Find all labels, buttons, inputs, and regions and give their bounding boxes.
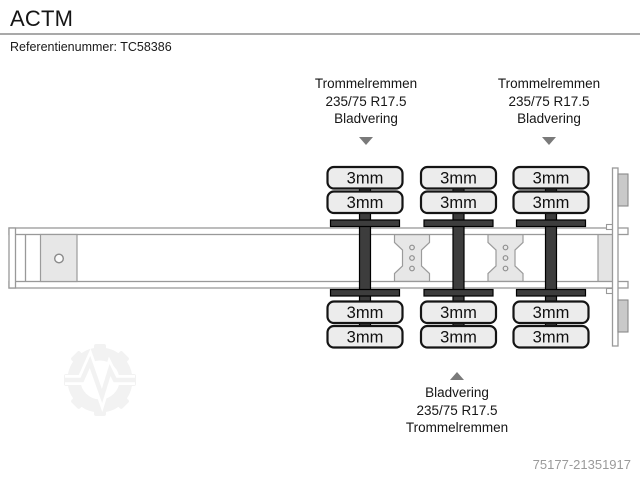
axle-beam-top: [515, 219, 587, 228]
spec-line-suspension: Bladvering: [334, 111, 398, 126]
tire-tread-depth: 3mm: [533, 170, 570, 188]
arrow-down-icon: [359, 137, 373, 145]
tire-tread-depth: 3mm: [533, 304, 570, 322]
tire-block: [326, 300, 404, 325]
tire-block: [512, 165, 590, 190]
tire-tread-depth: 3mm: [440, 194, 477, 212]
tire-block: [326, 324, 404, 349]
spec-line-brakes: Trommelremmen: [497, 76, 601, 91]
axle-spec-label-front: Trommelremmen 235/75 R17.5 Bladvering: [281, 75, 451, 128]
tire-tread-depth: 3mm: [347, 329, 384, 347]
spec-line-brakes: Trommelremmen: [405, 420, 509, 435]
spec-line-tire-size: 235/75 R17.5: [416, 402, 498, 418]
spec-line-suspension: Bladvering: [517, 111, 581, 126]
axle-beam-top: [329, 219, 401, 228]
tire-block: [326, 190, 404, 215]
tire-tread-depth: 3mm: [440, 329, 477, 347]
rear-pad-bottom: [617, 299, 629, 333]
tire-block: [326, 165, 404, 190]
tire-tread-depth: 3mm: [440, 170, 477, 188]
gear-logo-watermark-icon: [64, 344, 136, 416]
crossmember-plate: [393, 233, 431, 283]
tire-block: [419, 324, 498, 349]
spec-line-tire-size: 235/75 R17.5: [508, 93, 590, 109]
tire-block: [512, 300, 590, 325]
tire-block: [512, 324, 590, 349]
axle-spec-label-rear: Trommelremmen 235/75 R17.5 Bladvering: [464, 75, 634, 128]
tire-block: [419, 300, 498, 325]
arrow-up-icon: [450, 372, 464, 380]
spec-line-brakes: Trommelremmen: [314, 76, 418, 91]
tire-block: [512, 190, 590, 215]
front-end-cap: [8, 227, 17, 289]
chassis-rail-bottom: [8, 280, 629, 289]
chassis-rail-top: [8, 227, 629, 236]
rear-bumper-bar: [605, 167, 619, 347]
tire-tread-depth: 3mm: [347, 194, 384, 212]
axle-beam-top: [423, 219, 494, 228]
axle-beam-bottom: [423, 288, 494, 297]
axle-spec-label-middle: Bladvering 235/75 R17.5 Trommelremmen: [372, 384, 542, 437]
reference-number: Referentienummer: TC58386: [10, 40, 172, 54]
tire-tread-depth: 3mm: [347, 170, 384, 188]
tire-tread-depth: 3mm: [347, 304, 384, 322]
spec-line-tire-size: 235/75 R17.5: [325, 93, 407, 109]
tire-block: [419, 165, 498, 190]
listing-id-watermark: 75177-21351917: [532, 457, 631, 472]
crossmember-plate: [487, 233, 524, 283]
title-divider: [0, 33, 640, 35]
axle-beam-bottom: [329, 288, 401, 297]
tire-block: [419, 190, 498, 215]
rear-pad-top: [617, 173, 629, 207]
spec-line-suspension: Bladvering: [425, 385, 489, 400]
kingpin: [54, 253, 65, 264]
tire-tread-depth: 3mm: [533, 194, 570, 212]
tire-tread-depth: 3mm: [440, 304, 477, 322]
page-title: ACTM: [10, 6, 74, 31]
kingpin-plate: [39, 233, 78, 283]
arrow-down-icon: [542, 137, 556, 145]
axle-beam-bottom: [515, 288, 587, 297]
tire-tread-depth: 3mm: [533, 329, 570, 347]
